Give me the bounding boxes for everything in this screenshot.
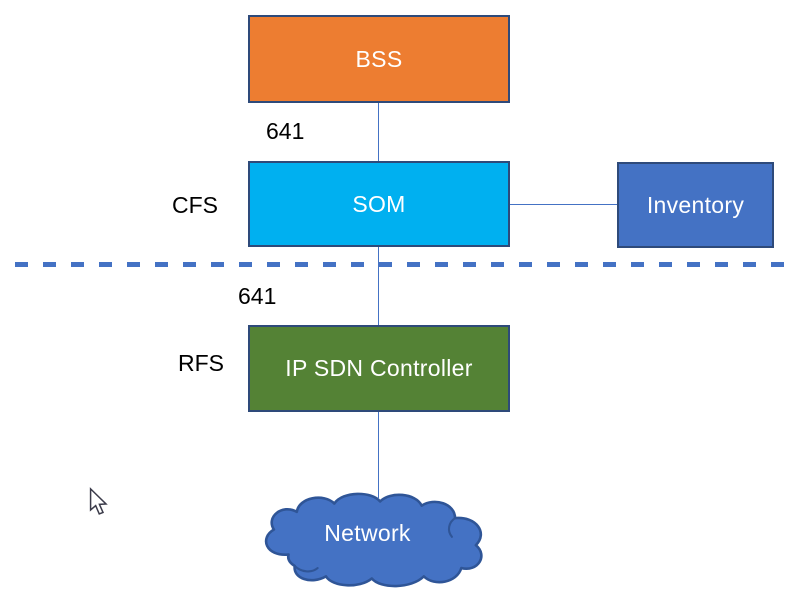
connector-som-sdn	[378, 247, 379, 325]
node-som[interactable]: SOM	[248, 161, 510, 247]
node-som-label: SOM	[352, 190, 406, 217]
connector-som-inventory	[510, 204, 617, 205]
mouse-cursor-icon	[88, 487, 112, 519]
zone-label-rfs: RFS	[178, 350, 224, 376]
node-inventory-label: Inventory	[646, 191, 745, 218]
connector-sdn-network	[378, 412, 379, 498]
connector-label-641-top: 641	[266, 118, 305, 144]
node-ip-sdn-controller-label: IP SDN Controller	[285, 355, 473, 381]
zone-label-cfs: CFS	[172, 192, 218, 218]
cloud-shape-icon	[264, 492, 483, 588]
node-inventory[interactable]: Inventory	[617, 162, 774, 248]
cfs-rfs-divider-dashed-line	[15, 262, 785, 267]
connector-bss-som	[378, 103, 379, 161]
node-network-label: Network	[324, 520, 411, 546]
node-network-cloud[interactable]: Network	[255, 490, 500, 592]
node-ip-sdn-controller[interactable]: IP SDN Controller	[248, 325, 510, 412]
node-bss-label: BSS	[355, 45, 403, 72]
connector-label-641-bottom: 641	[238, 283, 277, 309]
node-bss[interactable]: BSS	[248, 15, 510, 103]
